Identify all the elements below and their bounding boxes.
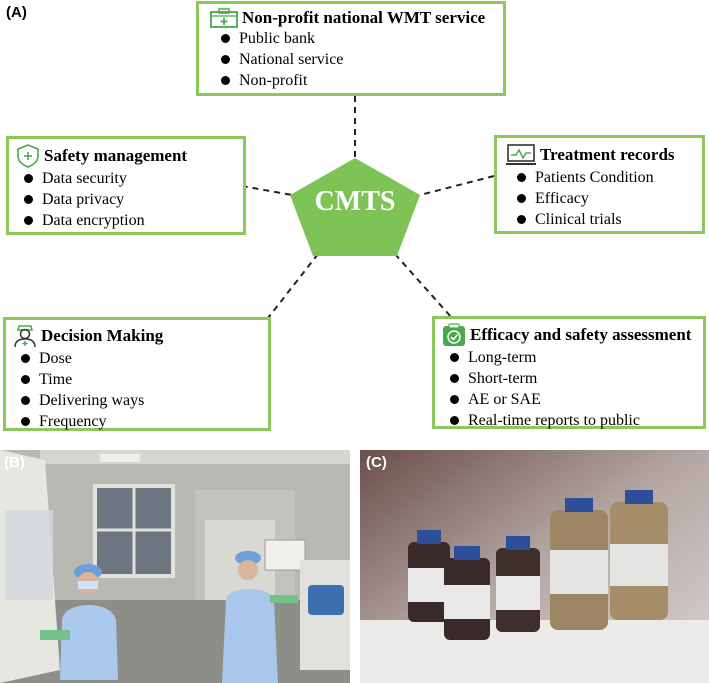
efficacy-safety-box: Efficacy and safety assessment Long-term… — [432, 316, 706, 429]
list-item: Data security — [24, 168, 243, 189]
connector-bottom-left — [267, 253, 319, 319]
bottle-group — [408, 490, 668, 640]
connector-right — [419, 175, 495, 196]
decision-making-box: Decision Making Dose Time Delivering way… — [3, 317, 271, 431]
treatment-records-title: Treatment records — [540, 145, 675, 164]
list-item: Short-term — [450, 368, 703, 389]
list-item: Time — [21, 369, 268, 390]
panel-b-label: (B) — [4, 454, 25, 471]
shield-plus-icon — [17, 144, 39, 168]
treatment-records-title-row: Treatment records — [505, 143, 702, 167]
monitor-chart-icon — [506, 144, 536, 165]
efficacy-safety-title-row: Efficacy and safety assessment — [441, 323, 703, 347]
lab-photo: (B) — [0, 450, 350, 683]
list-item: Clinical trials — [517, 209, 702, 230]
safety-management-box: Safety management Data security Data pri… — [6, 136, 246, 235]
safety-management-title-row: Safety management — [15, 144, 243, 168]
list-item: Data encryption — [24, 210, 243, 231]
list-item: Delivering ways — [21, 390, 268, 411]
bottles-photo: (C) — [360, 450, 709, 683]
lab-scene-illustration — [0, 450, 350, 683]
decision-making-title: Decision Making — [41, 326, 164, 345]
cmts-label: CMTS — [314, 186, 396, 217]
panel-a-label: (A) — [6, 4, 27, 21]
panel-c-label: (C) — [366, 454, 387, 471]
treatment-records-box: Treatment records Patients Condition Eff… — [494, 135, 705, 234]
list-item: AE or SAE — [450, 389, 703, 410]
nonprofit-service-title-row: Non-profit national WMT service — [209, 8, 493, 28]
list-item: Public bank — [221, 28, 493, 49]
doctor-icon — [14, 325, 36, 348]
list-item: Dose — [21, 348, 268, 369]
list-item: National service — [221, 49, 493, 70]
list-item: Data privacy — [24, 189, 243, 210]
connector-bottom-right — [394, 253, 453, 319]
list-item: Long-term — [450, 347, 703, 368]
efficacy-safety-title: Efficacy and safety assessment — [470, 325, 692, 344]
medical-kit-icon — [210, 8, 238, 28]
list-item: Efficacy — [517, 188, 702, 209]
list-item: Real-time reports to public — [450, 410, 703, 431]
list-item: Patients Condition — [517, 167, 702, 188]
clipboard-check-icon — [443, 323, 465, 346]
bottles-illustration — [360, 450, 709, 683]
connector-lines — [219, 96, 495, 319]
nonprofit-service-box: Non-profit national WMT service Public b… — [196, 1, 506, 96]
list-item: Non-profit — [221, 70, 493, 91]
cmts-pentagon — [290, 158, 420, 256]
list-item: Frequency — [21, 411, 268, 432]
safety-management-title: Safety management — [44, 146, 188, 165]
nonprofit-service-title: Non-profit national WMT service — [242, 8, 486, 27]
decision-making-title-row: Decision Making — [12, 324, 268, 348]
